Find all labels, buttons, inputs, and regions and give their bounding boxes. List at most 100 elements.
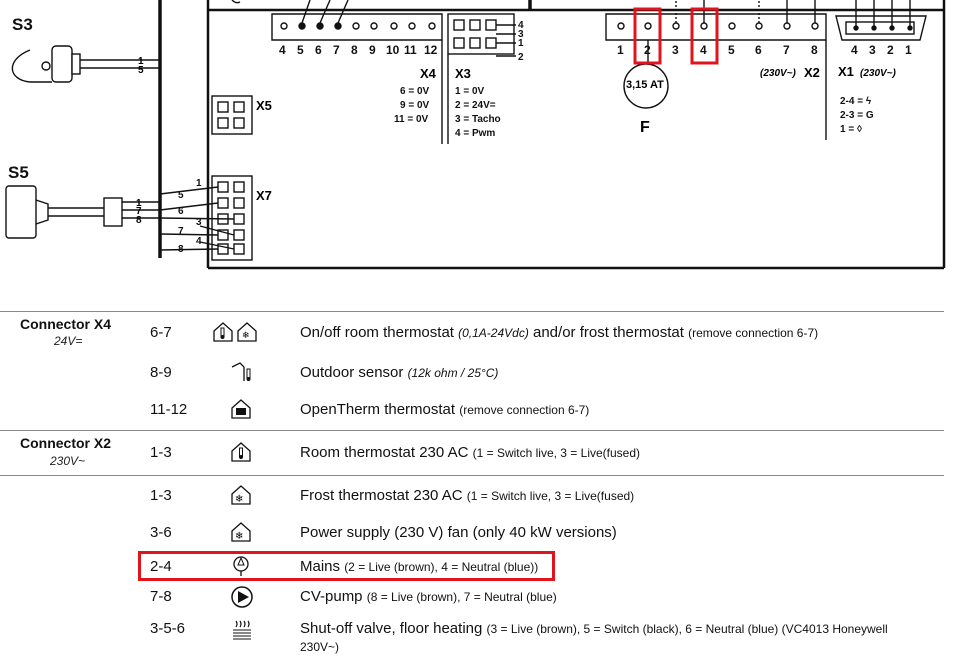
svg-text:8: 8 — [811, 43, 818, 57]
row-code: 7-8 — [150, 588, 172, 605]
svg-text:3: 3 — [672, 43, 679, 57]
row-description: OpenTherm thermostat (remove connection … — [300, 401, 590, 418]
svg-text:7: 7 — [136, 206, 142, 217]
svg-text:6: 6 — [178, 206, 184, 217]
svg-text:11: 11 — [404, 43, 417, 57]
row-code: 2-4 — [150, 558, 172, 575]
x3-label: X3 — [455, 66, 471, 81]
outdoor-sensor-icon — [230, 361, 254, 388]
svg-text:2: 2 — [887, 43, 894, 57]
x7-label: X7 — [256, 188, 272, 203]
svg-text:❄: ❄ — [235, 531, 243, 542]
x2-label: X2 — [804, 65, 820, 80]
pump-icon — [230, 585, 254, 614]
s5-label: S5 — [8, 163, 29, 182]
x1-connector — [835, 0, 927, 41]
svg-text:4: 4 — [196, 236, 202, 247]
row-code: 6-7 — [150, 324, 172, 341]
svg-text:1: 1 — [518, 38, 524, 49]
svg-text:3,15 AT: 3,15 AT — [626, 79, 664, 91]
svg-text:3 = Tacho: 3 = Tacho — [455, 114, 501, 125]
svg-text:7: 7 — [333, 43, 340, 57]
svg-text:5: 5 — [728, 43, 735, 57]
x4-terminal-strip — [271, 0, 443, 144]
svg-text:2: 2 — [518, 52, 524, 63]
room-frost-thermostat-icon: ❄ — [212, 321, 258, 348]
svg-text:2-4 = ϟ: 2-4 = ϟ — [840, 96, 872, 107]
x3-connector — [447, 13, 516, 144]
row-description: Shut-off valve, floor heating (3 = Live … — [300, 620, 888, 637]
fuse-label: F — [640, 119, 650, 136]
x4-line-2: 9 = 0V — [400, 100, 430, 111]
row-description: Mains (2 = Live (brown), 4 = Neutral (bl… — [300, 558, 539, 575]
svg-text:1: 1 — [136, 198, 142, 209]
svg-text:1: 1 — [905, 43, 912, 57]
x4-pin-4: 4 — [279, 43, 286, 57]
x7-connector — [159, 175, 253, 261]
x1-label: X1 — [838, 64, 854, 79]
svg-text:6: 6 — [315, 43, 322, 57]
svg-text:4: 4 — [851, 43, 858, 57]
svg-text:❄: ❄ — [242, 331, 250, 341]
svg-text:8: 8 — [351, 43, 358, 57]
group-subtitle-x2: 230V~ — [50, 454, 86, 468]
svg-text:7: 7 — [783, 43, 790, 57]
row-code: 1-3 — [150, 444, 172, 461]
group-subtitle-x4: 24V= — [54, 334, 83, 348]
highlight-x2-pin-4 — [690, 7, 719, 65]
s3-wire-1: 1 — [138, 56, 144, 67]
highlight-mains-row — [138, 551, 555, 581]
row-code: 8-9 — [150, 364, 172, 381]
group-title-x2: Connector X2 — [20, 435, 112, 451]
group-title-x4: Connector X4 — [20, 316, 112, 332]
row-description: Outdoor sensor (12k ohm / 25°C) — [300, 364, 499, 381]
floor-heating-icon — [230, 617, 254, 646]
opentherm-thermostat-icon — [230, 398, 252, 425]
row-code: 1-3 — [150, 487, 172, 504]
svg-text:10: 10 — [386, 43, 400, 57]
row-description: Room thermostat 230 AC (1 = Switch live,… — [300, 444, 641, 461]
fan-supply-icon: ❄ — [230, 521, 252, 548]
row-description: CV-pump (8 = Live (brown), 7 = Neutral (… — [300, 588, 557, 605]
x5-label: X5 — [256, 98, 272, 113]
row-code: 3-5-6 — [150, 620, 186, 637]
x4-label: X4 — [420, 66, 437, 81]
room-thermostat-icon — [230, 441, 252, 468]
svg-text:1 = 0V: 1 = 0V — [455, 86, 485, 97]
row-description: Frost thermostat 230 AC (1 = Switch live… — [300, 487, 635, 504]
row-code: 3-6 — [150, 524, 172, 541]
s3-sensor — [11, 45, 160, 83]
svg-text:3: 3 — [869, 43, 876, 57]
frost-thermostat-icon: ❄ — [230, 484, 252, 511]
svg-text:4: 4 — [700, 43, 707, 57]
row-description: On/off room thermostat (0,1A-24Vdc) and/… — [300, 324, 819, 341]
svg-text:3: 3 — [518, 29, 524, 40]
s3-wire-5: 5 — [138, 65, 144, 76]
svg-text:2 = 24V=: 2 = 24V= — [455, 100, 496, 111]
svg-text:5: 5 — [178, 190, 184, 201]
svg-text:6: 6 — [755, 43, 762, 57]
s5-sensor — [5, 185, 160, 239]
svg-text:1: 1 — [196, 178, 202, 189]
highlight-x2-pin-2 — [633, 7, 662, 65]
svg-text:12: 12 — [424, 43, 438, 57]
x5-connector — [211, 95, 253, 135]
svg-text:4: 4 — [518, 20, 524, 31]
svg-text:5: 5 — [297, 43, 304, 57]
row-code: 11-12 — [150, 401, 188, 418]
row-description: Power supply (230 V) fan (only 40 kW ver… — [300, 524, 617, 541]
svg-text:(230V~): (230V~) — [860, 68, 897, 79]
x4-line-3: 11 = 0V — [394, 114, 429, 125]
svg-text:9: 9 — [369, 43, 376, 57]
row-description: 230V~) — [300, 640, 340, 654]
svg-text:1: 1 — [617, 43, 624, 57]
svg-text:4 = Pwm: 4 = Pwm — [455, 128, 495, 139]
mains-plug-icon — [230, 555, 252, 582]
svg-text:8: 8 — [178, 244, 184, 255]
svg-text:1 = ◊: 1 = ◊ — [840, 124, 862, 135]
svg-text:3: 3 — [196, 217, 202, 228]
svg-text:❄: ❄ — [235, 494, 243, 505]
svg-text:7: 7 — [178, 226, 184, 237]
s3-label: S3 — [12, 15, 33, 34]
